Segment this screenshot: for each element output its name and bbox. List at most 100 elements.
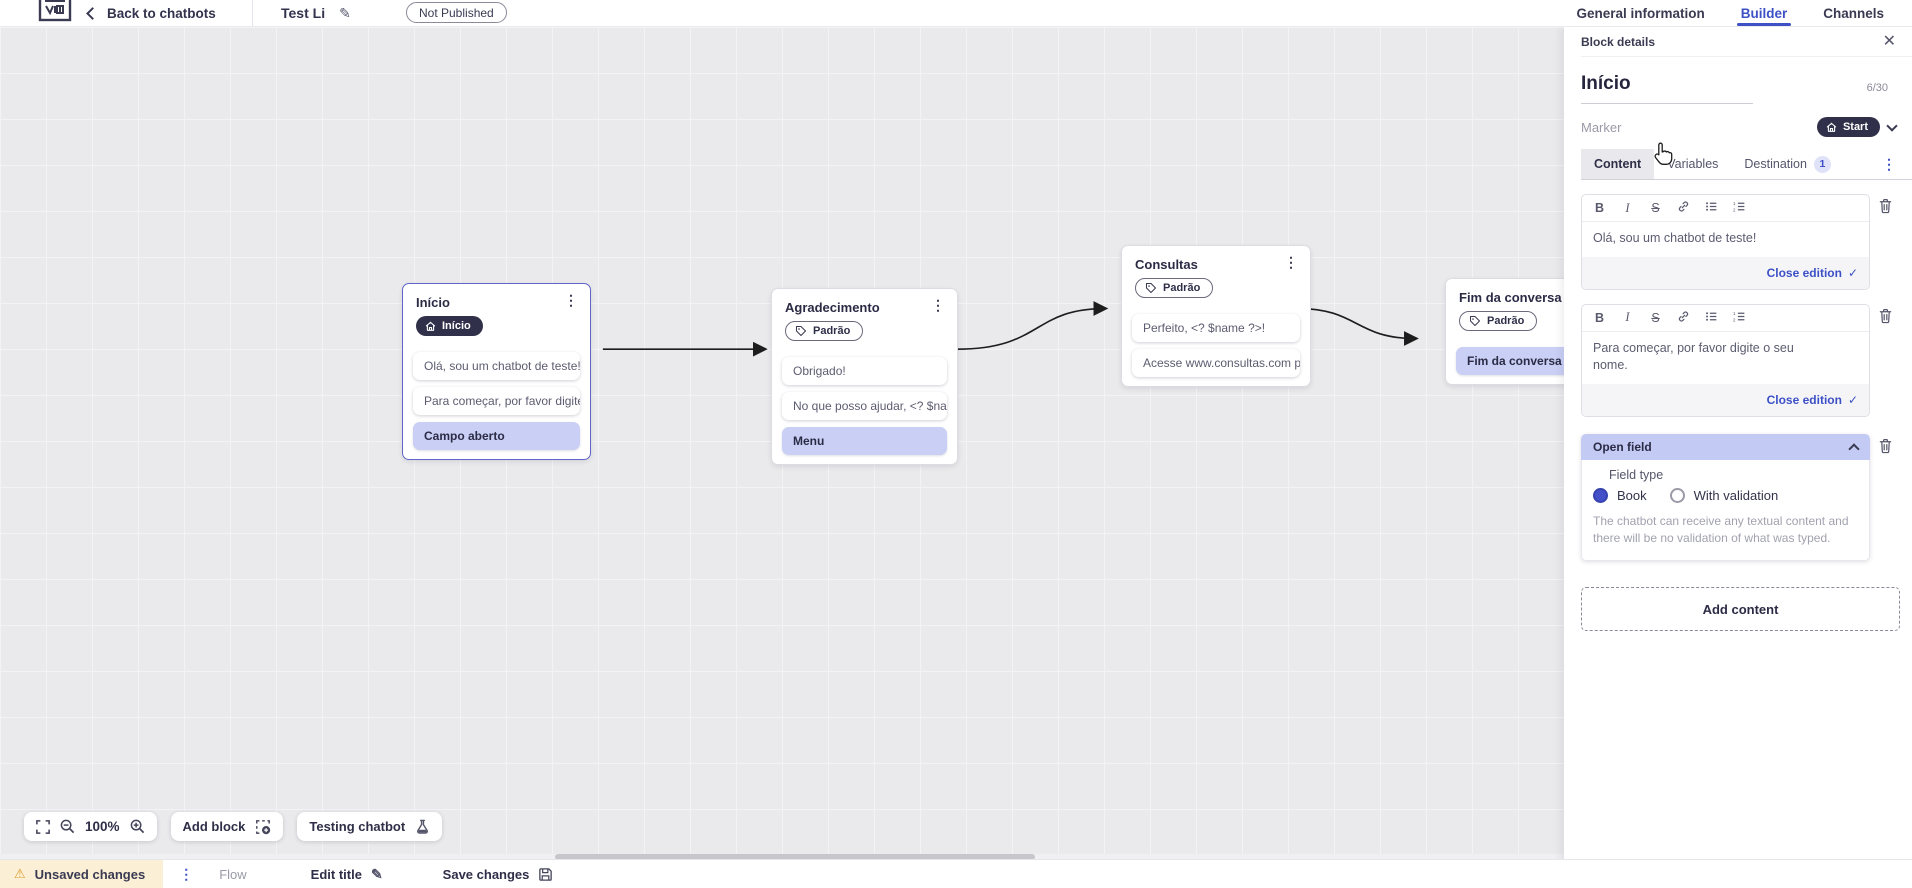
block-details-panel: Block details ✕ Início 6/30 Marker Start… <box>1564 27 1912 888</box>
marker-pill-label: Início <box>442 320 471 332</box>
block-title: Início <box>416 295 450 310</box>
panel-header-title: Block details <box>1581 34 1656 49</box>
marker-pill-label: Padrão <box>813 325 851 337</box>
delete-content-icon[interactable] <box>1878 308 1893 329</box>
tag-icon <box>795 325 807 337</box>
radio-with-validation[interactable] <box>1669 487 1685 503</box>
canvas-horizontal-scrollbar-thumb[interactable] <box>555 854 1035 860</box>
block-item-message[interactable]: Olá, sou um chatbot de teste! <box>413 351 580 380</box>
block-item-message[interactable]: Obrigado! <box>782 357 947 385</box>
block-menu-icon[interactable]: ⋮ <box>1284 254 1298 270</box>
zoom-out-icon[interactable] <box>60 819 75 834</box>
open-field-header[interactable]: Open field <box>1581 433 1870 460</box>
strikethrough-icon[interactable]: S <box>1651 201 1660 215</box>
save-changes-label: Save changes <box>442 866 530 882</box>
testing-chatbot-label: Testing chatbot <box>309 819 406 834</box>
bullet-list-icon[interactable] <box>1705 310 1718 326</box>
link-icon[interactable] <box>1677 200 1690 216</box>
block-item-message[interactable]: Para começar, por favor digite o ... <box>413 386 580 415</box>
flow-block-agradecimento[interactable]: Agradecimento ⋮ Padrão Obrigado! No que … <box>771 288 958 465</box>
app-logo-icon <box>38 0 72 22</box>
chevron-up-icon[interactable] <box>1848 442 1860 455</box>
unsaved-changes-label: Unsaved changes <box>34 866 146 882</box>
tab-general-information[interactable]: General information <box>1576 5 1705 21</box>
marker-pill-label: Padrão <box>1487 315 1525 327</box>
close-edition-link[interactable]: Close edition✓ <box>1767 393 1858 407</box>
edit-title-pencil-icon[interactable]: ✎ <box>339 4 351 21</box>
block-item-message[interactable]: Acesse www.consultas.com par... <box>1132 349 1300 377</box>
flask-icon <box>415 819 430 834</box>
block-name-input[interactable]: Início <box>1581 73 1753 104</box>
italic-icon[interactable]: I <box>1625 310 1630 324</box>
panel-tab-destination-label: Destination <box>1744 157 1807 171</box>
radio-book[interactable] <box>1593 487 1608 503</box>
tag-icon <box>1469 315 1481 327</box>
radio-with-validation-label[interactable]: With validation <box>1693 487 1779 503</box>
delete-content-icon[interactable] <box>1878 198 1893 219</box>
block-item-open-field[interactable]: Campo aberto <box>413 421 580 450</box>
add-block-button[interactable]: Add block <box>170 812 284 841</box>
pencil-icon: ✎ <box>370 865 383 882</box>
delete-content-icon[interactable] <box>1878 438 1893 459</box>
tab-builder[interactable]: Builder <box>1736 0 1791 26</box>
block-title: Agradecimento <box>785 300 880 315</box>
svg-text:2: 2 <box>1733 317 1736 322</box>
edit-title-button[interactable]: Edit title ✎ <box>311 866 383 883</box>
flow-block-consultas[interactable]: Consultas ⋮ Padrão Perfeito, <? $name ?>… <box>1121 245 1311 387</box>
default-marker-pill: Padrão <box>785 321 864 341</box>
bottom-status-bar: ⚠ Unsaved changes ⋮ Flow Edit title ✎ Sa… <box>0 859 1912 888</box>
marker-start-pill[interactable]: Start <box>1816 117 1880 137</box>
canvas-zoom-controls: 100% <box>24 812 157 841</box>
svg-text:2: 2 <box>1733 207 1736 212</box>
block-item-message[interactable]: No que posso ajudar, <? $name ... <box>782 392 947 420</box>
bold-icon[interactable]: B <box>1594 201 1605 215</box>
chevron-left-icon <box>86 6 99 20</box>
panel-tab-destination[interactable]: Destination 1 <box>1731 149 1844 179</box>
panel-tab-content[interactable]: Content <box>1581 149 1655 179</box>
italic-icon[interactable]: I <box>1625 200 1630 215</box>
bold-icon[interactable]: B <box>1594 310 1605 325</box>
testing-chatbot-button[interactable]: Testing chatbot <box>297 812 443 841</box>
block-item-menu[interactable]: Menu <box>782 427 947 455</box>
save-changes-button[interactable]: Save changes <box>443 867 554 882</box>
fullscreen-icon[interactable] <box>36 819 50 834</box>
block-menu-icon[interactable]: ⋮ <box>564 292 578 308</box>
character-counter: 6/30 <box>1866 82 1888 94</box>
back-label: Back to chatbots <box>107 5 216 21</box>
message-text[interactable]: Para começar, por favor digite o seu nom… <box>1582 331 1822 384</box>
chatbot-title[interactable]: Test Li <box>281 5 326 21</box>
destination-count-badge: 1 <box>1813 155 1831 173</box>
panel-tab-variables[interactable]: Variables <box>1667 157 1719 171</box>
zoom-in-icon[interactable] <box>130 819 145 834</box>
footer-menu-icon[interactable]: ⋮ <box>179 865 194 882</box>
close-panel-icon[interactable]: ✕ <box>1882 32 1896 50</box>
link-icon[interactable] <box>1677 310 1690 326</box>
close-edition-label: Close edition <box>1766 392 1842 407</box>
radio-book-label[interactable]: Book <box>1617 487 1647 503</box>
bullet-list-icon[interactable] <box>1705 200 1718 216</box>
flow-label: Flow <box>219 866 247 882</box>
open-field-title: Open field <box>1593 439 1652 454</box>
strikethrough-icon[interactable]: S <box>1651 310 1660 325</box>
close-edition-link[interactable]: Close edition✓ <box>1767 266 1858 280</box>
chevron-down-icon[interactable] <box>1886 119 1898 132</box>
back-to-chatbots-button[interactable]: Back to chatbots <box>86 0 216 26</box>
warning-icon: ⚠ <box>14 866 26 881</box>
default-marker-pill: Padrão <box>1135 278 1214 298</box>
message-text[interactable]: Olá, sou um chatbot de teste! <box>1582 222 1869 257</box>
block-menu-icon[interactable]: ⋮ <box>931 297 945 313</box>
tab-channels[interactable]: Channels <box>1823 5 1884 21</box>
panel-tabs-menu-icon[interactable]: ⋮ <box>1882 156 1896 172</box>
block-title: Fim da conversa <box>1459 290 1562 305</box>
add-block-label: Add block <box>182 819 246 834</box>
flow-block-inicio[interactable]: Início ⋮ Início Olá, sou um chatbot de t… <box>402 283 591 460</box>
edit-title-label: Edit title <box>310 866 362 882</box>
field-type-helper-text: The chatbot can receive any textual cont… <box>1593 513 1849 545</box>
add-content-button[interactable]: Add content <box>1581 587 1900 632</box>
block-item-message[interactable]: Perfeito, <? $name ?>! <box>1132 314 1300 342</box>
add-block-icon <box>255 819 271 835</box>
